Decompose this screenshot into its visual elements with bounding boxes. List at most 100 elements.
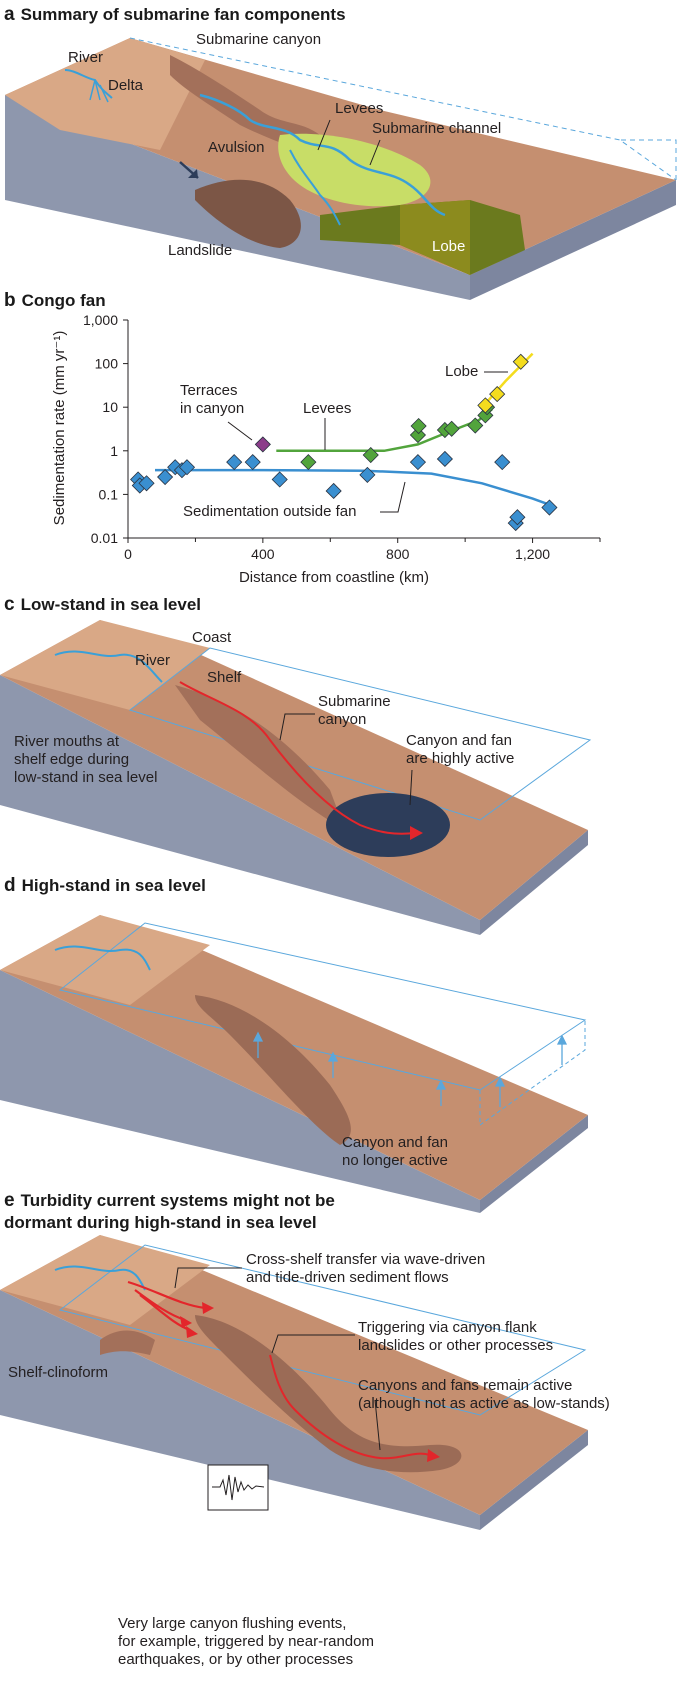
y-tick-label: 1 (110, 443, 118, 459)
label-levees: Levees (335, 100, 383, 117)
y-tick-label: 0.1 (99, 486, 119, 502)
flow-arrowhead-2 (180, 1316, 192, 1328)
remain-leader (374, 1399, 381, 1451)
x-tick-label: 400 (251, 546, 275, 562)
data-point-sedimentation-outside-fan (138, 475, 155, 492)
inactive-canyon (195, 995, 351, 1145)
annotation-levees: Levees (303, 400, 351, 417)
label-mouths-line2: shelf edge during (14, 751, 129, 768)
submarine-channel-line (199, 93, 446, 217)
annotation-outside-leader (380, 481, 406, 513)
data-point-sedimentation-outside-fan (157, 468, 174, 486)
data-point-levees (409, 426, 427, 444)
flow-arrowhead-1 (202, 1302, 214, 1314)
data-point-sedimentation-outside-fan (509, 509, 526, 526)
high-stand-diagram: Canyon and fan no longer active (0, 915, 588, 1213)
label-remain-line2: (although not as active as low-stands) (358, 1395, 610, 1412)
submarine-canyon (175, 685, 345, 830)
levees-leader (317, 119, 331, 151)
data-point-sedimentation-outside-fan (226, 454, 243, 471)
sea-surface-box (58, 922, 587, 1091)
block-side-front (480, 1115, 588, 1213)
label-delta: Delta (108, 77, 144, 94)
label-river: River (135, 652, 170, 669)
low-stand-diagram: Coast River Shelf Submarine canyon River… (0, 620, 592, 935)
label-xshelf-line2: and tide-driven sediment flows (246, 1269, 449, 1286)
lobe-side (400, 200, 470, 275)
data-point-sedimentation-outside-fan (494, 454, 511, 471)
sea-level-rise-arrows (252, 1031, 568, 1107)
label-river: River (68, 49, 103, 66)
water-outline (129, 37, 677, 181)
data-point-terraces-in-canyon (254, 436, 271, 453)
trend-line-sedimentation-outside-fan (155, 468, 550, 506)
sea-surface-outline (58, 1244, 587, 1416)
channel-leader (369, 139, 381, 166)
shelf-top (0, 915, 210, 1005)
data-point-levees (443, 420, 460, 437)
label-lobe: Lobe (432, 238, 465, 255)
landslide (195, 179, 301, 248)
flow-line (179, 681, 416, 835)
active-canyon (195, 1315, 462, 1473)
label-mouths-line1: River mouths at (14, 733, 120, 750)
label-avulsion: Avulsion (208, 139, 264, 156)
label-flush-line1: Very large canyon flushing events, (118, 1615, 346, 1632)
river-line (54, 650, 163, 683)
data-point-sedimentation-outside-fan (359, 466, 376, 483)
trigger-leader (271, 1334, 355, 1354)
label-trigger-line1: Triggering via canyon flank (358, 1319, 537, 1336)
active-leader (409, 769, 413, 806)
label-submarine-canyon: Submarine canyon (196, 31, 321, 48)
label-inactive-line1: Canyon and fan (342, 1134, 448, 1151)
sea-surface-box-bottom (479, 1020, 586, 1126)
x-tick-label: 800 (386, 546, 410, 562)
x-axis-label: Distance from coastline (km) (239, 569, 429, 586)
block-side-left (0, 675, 480, 935)
data-point-sedimentation-outside-fan (178, 459, 196, 476)
data-point-sedimentation-outside-fan (409, 454, 427, 471)
data-point-levees (300, 454, 317, 471)
annotation-terraces-line2: in canyon (180, 400, 244, 417)
y-axis-label: Sedimentation rate (mm yr⁻¹) (51, 331, 68, 526)
data-point-levees (362, 446, 379, 464)
turbidity-diagram: Cross-shelf transfer via wave-driven and… (0, 1235, 610, 1668)
label-inactive-line2: no longer active (342, 1152, 448, 1169)
y-tick-label: 10 (102, 399, 118, 415)
data-point-sedimentation-outside-fan (541, 499, 558, 516)
water-outline-2 (620, 139, 677, 180)
label-flush-line2: for example, triggered by near-random (118, 1633, 374, 1650)
label-remain-line1: Canyons and fans remain active (358, 1377, 572, 1394)
label-canyon-line1: Submarine (318, 693, 391, 710)
canyon-leader (279, 713, 315, 741)
sea-surface-outline (128, 647, 592, 821)
data-point-sedimentation-outside-fan (436, 450, 453, 468)
block-side-front (470, 180, 676, 300)
panel-letter: e (4, 1190, 15, 1211)
flow-arrowhead-3 (186, 1326, 198, 1338)
label-active-line2: are highly active (406, 750, 514, 767)
active-fan (326, 793, 450, 857)
label-coast: Coast (192, 629, 232, 646)
annotation-outside-fan: Sedimentation outside fan (183, 503, 356, 520)
shelf-top (0, 620, 210, 710)
x-tick-label: 0 (124, 546, 132, 562)
y-tick-label: 0.01 (91, 530, 118, 546)
x-tick-label: 1,200 (515, 546, 550, 562)
avulsion-arrowhead (188, 169, 198, 178)
annotation-terraces-line1: Terraces (180, 382, 238, 399)
data-point-levees (410, 417, 427, 435)
label-active-line1: Canyon and fan (406, 732, 512, 749)
label-xshelf-line1: Cross-shelf transfer via wave-driven (246, 1251, 485, 1268)
label-flush-line3: earthquakes, or by other processes (118, 1651, 353, 1668)
